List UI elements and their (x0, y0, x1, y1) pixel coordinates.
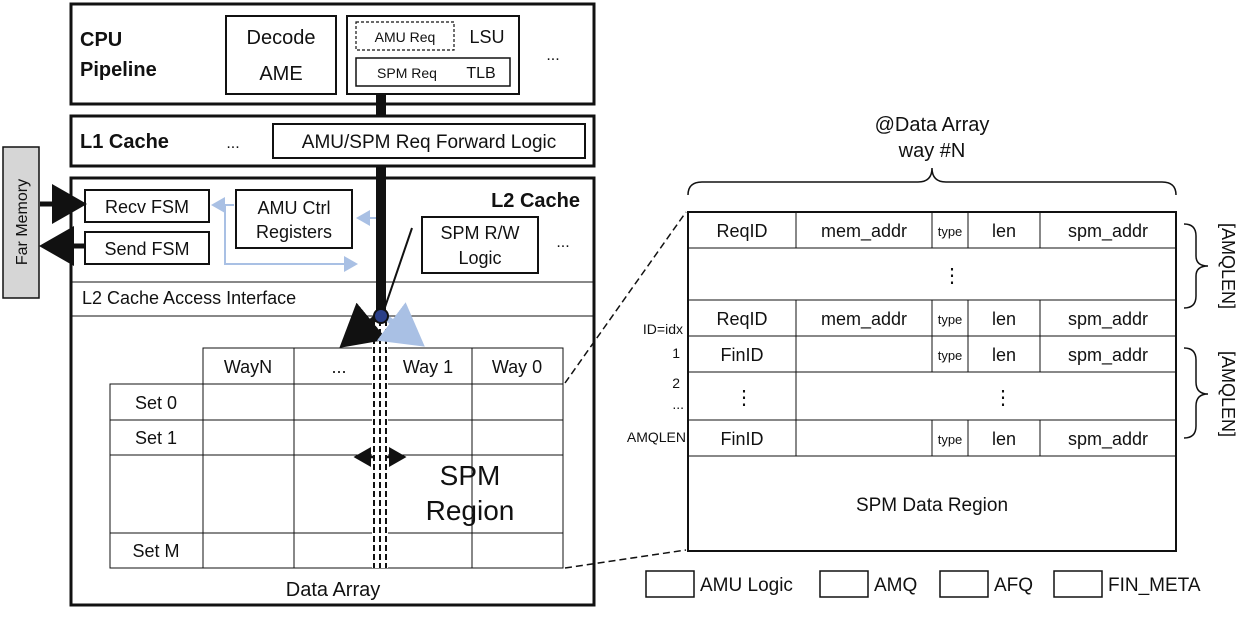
amu-ctrl-label-1: AMU Ctrl (258, 198, 331, 218)
cpu-ellipsis: ... (546, 47, 559, 64)
amq-row-0-id: ReqID (716, 221, 767, 241)
legend: AMU Logic AMQ AFQ FIN_META (645, 570, 1201, 598)
spm-rw-box (421, 216, 539, 274)
amq-row-1-type: type (938, 312, 963, 327)
l2-cache: L2 Cache Recv FSM Send FSM AMU Ctrl Regi… (69, 176, 596, 607)
l2-ellipsis: ... (556, 234, 569, 251)
amu-req-box (355, 21, 455, 51)
detail-header-1: @Data Array (875, 114, 990, 136)
cpu-title-2: Pipeline (80, 59, 157, 81)
cpu-title-1: CPU (80, 29, 122, 51)
detail-brace (687, 167, 1177, 196)
legend-amu-logic: AMU Logic (700, 575, 793, 596)
forward-logic-box (272, 123, 586, 159)
way-header-1: ... (331, 357, 346, 377)
amu-req-label: AMU Req (375, 29, 436, 45)
recv-fsm-label: Recv FSM (105, 197, 189, 217)
spm-region-label-1: SPM (440, 460, 501, 491)
l1-ellipsis: ... (226, 135, 239, 152)
way-header-3: Way 0 (492, 357, 542, 377)
zoom-line-bottom (564, 549, 687, 569)
afq-row-0-spm: spm_addr (1068, 345, 1148, 366)
idx-label-2: 2 (672, 375, 680, 391)
set-label-3: Set M (132, 541, 179, 561)
spm-region-label-2: Region (426, 495, 515, 526)
data-array (109, 347, 564, 569)
decode-label: Decode (247, 27, 316, 49)
legend-afq: AFQ (994, 575, 1033, 596)
detail-header-2: way #N (898, 140, 966, 162)
spm-column (372, 320, 388, 568)
afq-vdots-left: ⋮ (734, 387, 754, 409)
l1-cache: L1 Cache ... AMU/SPM Req Forward Logic (69, 114, 596, 168)
amq-row-0-len: len (992, 221, 1016, 241)
idx-label-amqlen: AMQLEN (627, 429, 686, 445)
amu-ctrl-label-2: Registers (256, 222, 332, 242)
legend-swatch-afq (939, 570, 989, 598)
control-arrows (211, 197, 376, 272)
afq-row-0-len: len (992, 345, 1016, 365)
spm-rw-pointer (383, 227, 413, 311)
afq-row-1-id: FinID (720, 429, 763, 449)
bus-cpu-l1 (376, 94, 386, 116)
lsu-label: LSU (469, 27, 504, 47)
amq-brace (1183, 223, 1209, 309)
amq-row-1-spm: spm_addr (1068, 309, 1148, 330)
afq-brace (1183, 347, 1209, 439)
way-header-0: WayN (224, 357, 272, 377)
cpu-pipeline: CPU Pipeline Decode AME AMU Req LSU SPM … (69, 2, 596, 106)
amq-row-0-spm: spm_addr (1068, 221, 1148, 242)
set-label-1: Set 1 (135, 428, 177, 448)
zoom-line-top (564, 211, 687, 384)
amq-bracket-label: [AMQLEN] (1218, 223, 1238, 309)
amq-row-1-id: ReqID (716, 309, 767, 329)
l1-title: L1 Cache (80, 131, 169, 153)
access-interface-label: L2 Cache Access Interface (82, 288, 296, 308)
id-idx-label: ID=idx (643, 321, 683, 337)
amq-row-1-len: len (992, 309, 1016, 329)
afq-row-1-len: len (992, 429, 1016, 449)
legend-amq: AMQ (874, 575, 917, 596)
fanout-arrow-black (339, 302, 388, 348)
far-memory: Far Memory (2, 146, 40, 299)
fanout-arrow-blue (376, 302, 425, 347)
amq-row-0-type: type (938, 224, 963, 239)
detail-table (687, 211, 1177, 552)
afq-row-0-id: FinID (720, 345, 763, 365)
afq-bracket-label: [AMQLEN] (1218, 351, 1238, 437)
amu-ctrl-box (235, 189, 353, 249)
legend-swatch-amq (819, 570, 869, 598)
set-label-0: Set 0 (135, 393, 177, 413)
afq-row-1-spm: spm_addr (1068, 429, 1148, 450)
data-array-caption: Data Array (286, 579, 380, 601)
spm-req-label: SPM Req (377, 65, 437, 81)
bus-l1-l2 (376, 166, 386, 312)
idx-label-1: 1 (672, 345, 680, 361)
decode-box (225, 15, 337, 95)
spm-rw-label-2: Logic (458, 248, 501, 268)
tlb-label: TLB (466, 65, 495, 82)
spm-data-region-label: SPM Data Region (856, 495, 1008, 516)
send-fsm-box (84, 231, 210, 265)
legend-swatch-amu-logic (645, 570, 695, 598)
amq-row-1-mem: mem_addr (821, 309, 907, 330)
amq-vdots: ⋮ (942, 265, 962, 287)
send-fsm-label: Send FSM (104, 239, 189, 259)
afq-row-0-type: type (938, 348, 963, 363)
forward-logic-label: AMU/SPM Req Forward Logic (302, 132, 556, 153)
idx-label-ellipsis: ... (672, 396, 684, 412)
spm-rw-label-1: SPM R/W (441, 223, 520, 243)
spm-tlb-box (355, 57, 511, 87)
far-memory-label: Far Memory (14, 179, 31, 265)
way-header-2: Way 1 (403, 357, 453, 377)
afq-vdots-right: ⋮ (993, 387, 1013, 409)
afq-row-1-type: type (938, 432, 963, 447)
l2-title: L2 Cache (491, 190, 580, 212)
ame-label: AME (259, 63, 302, 85)
amq-row-0-mem: mem_addr (821, 221, 907, 242)
legend-fin-meta: FIN_META (1108, 575, 1201, 596)
lsu-box (346, 15, 520, 95)
bus-junction (373, 308, 389, 324)
legend-swatch-fin-meta (1053, 570, 1103, 598)
